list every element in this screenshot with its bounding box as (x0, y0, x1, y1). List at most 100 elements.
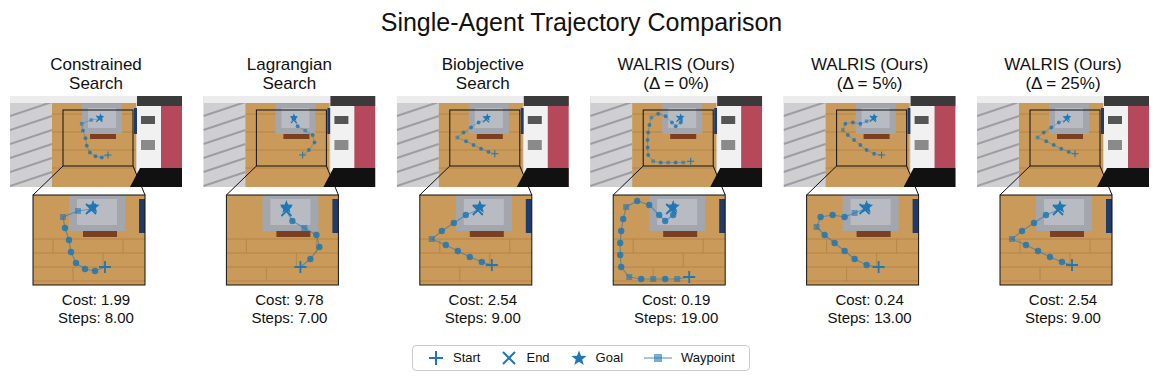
zoom-image (613, 195, 725, 285)
step-marker (463, 212, 469, 218)
step-marker (311, 133, 315, 137)
step-marker (472, 143, 476, 147)
goal-marker (97, 113, 105, 121)
zoom-region (256, 110, 326, 166)
step-marker (469, 126, 473, 130)
step-marker (831, 240, 837, 246)
waypoint-marker (301, 225, 307, 231)
step-marker (865, 148, 869, 152)
goal-marker (677, 113, 685, 121)
step-marker (664, 114, 668, 118)
scene-trajectory (456, 113, 499, 157)
start-marker (486, 259, 498, 271)
step-marker (618, 264, 624, 270)
zoom-line (520, 166, 532, 195)
step-marker (1035, 248, 1041, 254)
trajectory-line (1038, 119, 1076, 153)
trajectory-line (63, 209, 105, 271)
waypoint-marker (80, 122, 84, 126)
end-marker (1063, 116, 1069, 122)
zoom-frame (613, 195, 725, 285)
waypoint-marker (865, 119, 869, 123)
step-marker (1043, 212, 1049, 218)
steps-value: Steps: 9.00 (983, 309, 1143, 327)
end-marker (503, 352, 515, 364)
step-marker (656, 112, 660, 116)
waypoint-marker (303, 129, 307, 133)
step-marker (841, 214, 847, 220)
step-marker (1059, 259, 1065, 265)
start-marker (687, 158, 694, 165)
zoom-frame (807, 195, 919, 285)
step-marker (659, 161, 663, 165)
zoom-region (450, 110, 520, 166)
step-marker (467, 254, 473, 260)
step-marker (313, 232, 319, 238)
step-marker (289, 218, 295, 224)
step-marker (670, 121, 674, 125)
end-marker (860, 204, 870, 214)
legend-sample (427, 349, 445, 367)
zoom-image (226, 195, 338, 285)
start-marker (683, 271, 695, 283)
waypoint-marker (1036, 136, 1040, 140)
step-marker (100, 156, 104, 160)
step-marker (648, 123, 652, 127)
step-marker (872, 152, 876, 156)
waypoint-marker (89, 118, 93, 122)
cost-value: Cost: 1.99 (16, 291, 176, 309)
zoom-trajectory (1009, 200, 1078, 271)
step-marker (851, 256, 857, 262)
steps-value: Steps: 8.00 (16, 309, 176, 327)
steps-value: Steps: 9.00 (403, 309, 563, 327)
start-marker (299, 151, 306, 158)
step-marker (646, 131, 650, 135)
step-marker (316, 244, 322, 250)
waypoint-marker (75, 208, 81, 214)
zoom-trajectory (617, 198, 695, 283)
step-marker (479, 147, 483, 151)
goal-marker (571, 351, 586, 365)
legend-sample (500, 349, 518, 367)
scene-trajectory (290, 113, 317, 158)
step-marker (443, 242, 449, 248)
end-marker (291, 117, 297, 123)
panel-figure (397, 96, 569, 285)
waypoint-marker (651, 159, 655, 163)
waypoint-marker (623, 204, 629, 210)
waypoint-marker (429, 236, 435, 242)
cost-value: Cost: 0.24 (790, 291, 950, 309)
zoom-line (1000, 166, 1030, 195)
step-marker (1047, 254, 1053, 260)
step-marker (817, 214, 823, 220)
legend-item: Start (427, 349, 480, 367)
cost-value: Cost: 2.54 (403, 291, 563, 309)
step-marker (841, 248, 847, 254)
step-marker (451, 220, 457, 226)
steps-value: Steps: 7.00 (209, 309, 369, 327)
step-marker (477, 121, 481, 125)
step-marker (313, 141, 317, 145)
step-marker (307, 148, 311, 152)
scene-image (590, 96, 762, 187)
step-marker (68, 249, 74, 255)
panel-figure (977, 96, 1149, 285)
step-marker (81, 129, 85, 133)
panel-heading: WALRIS (Ours) (Δ = 25%) (997, 55, 1129, 93)
scene-trajectory (646, 112, 695, 165)
end-marker (96, 116, 102, 122)
step-marker (618, 228, 624, 234)
zoom-line (133, 166, 145, 195)
zoom-region (1030, 110, 1100, 166)
step-marker (863, 262, 869, 268)
waypoint-marker (1009, 236, 1015, 242)
panel-heading: WALRIS (Ours) (Δ = 5%) (804, 55, 936, 93)
zoom-line (907, 166, 919, 195)
step-marker (84, 136, 88, 140)
end-marker (473, 205, 483, 215)
legend-item: End (500, 349, 549, 367)
waypoint-marker (626, 274, 632, 280)
step-marker (843, 122, 847, 126)
end-marker (86, 204, 96, 214)
